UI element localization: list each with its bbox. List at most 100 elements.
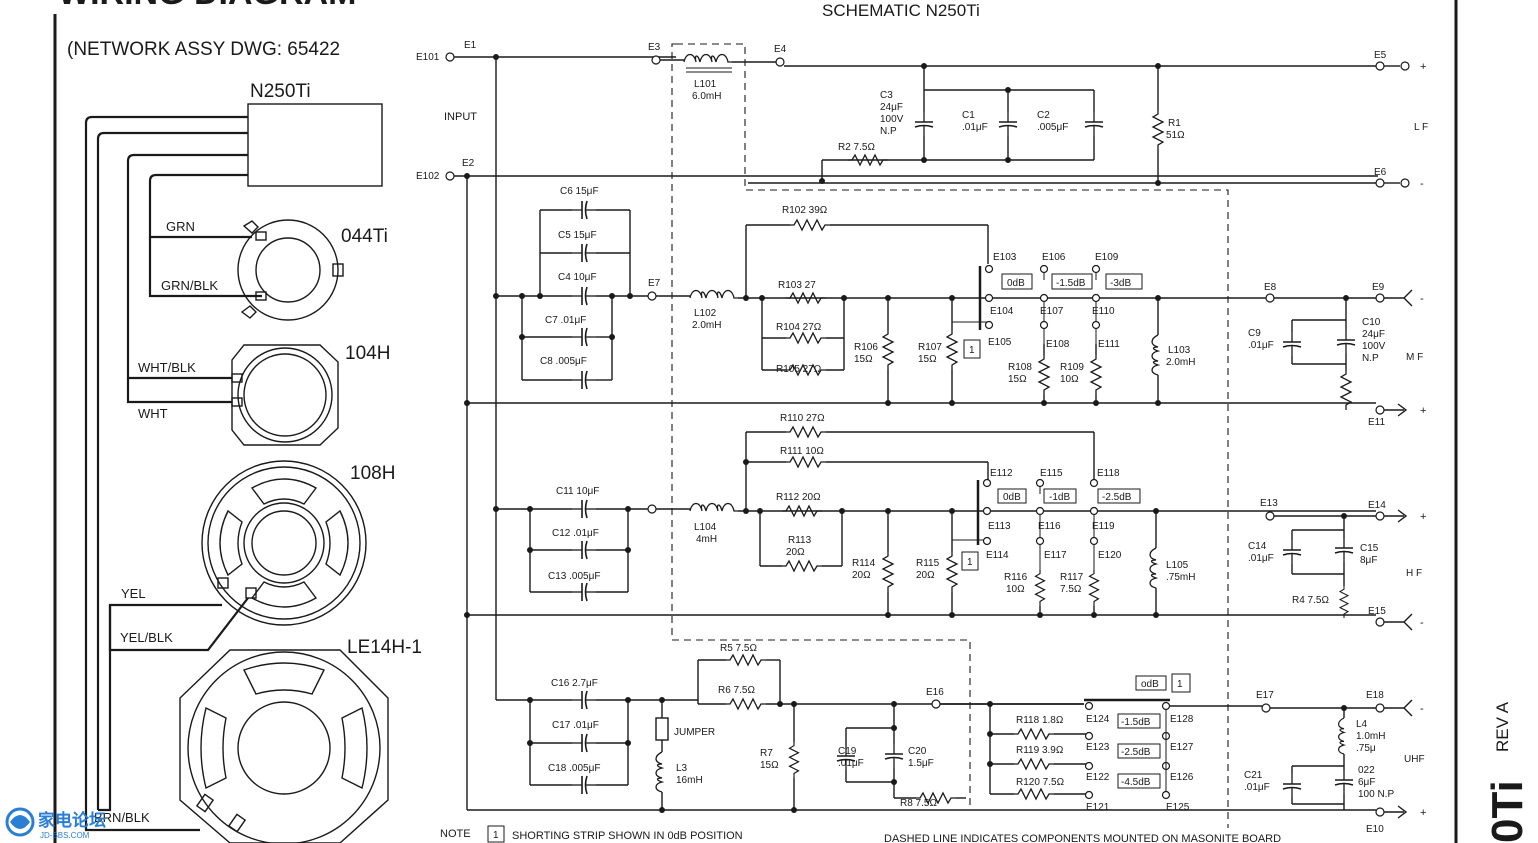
- schematic-label-schematic-hf-l104-0: L104: [694, 522, 717, 533]
- schematic-label-schematic-strip_marker: 1: [967, 557, 973, 568]
- schematic-label-schematic-mf-r105: R105 27Ω: [776, 364, 822, 375]
- schematic-label-schematic-nodes-e3: E3: [648, 42, 661, 53]
- schematic-label-schematic-mf-c5: C5 15μF: [558, 230, 597, 241]
- schematic-label-schematic-uhf-c20-1: 1.5μF: [908, 758, 934, 769]
- schematic-label-schematic-mf-c10-1: 24μF: [1362, 329, 1385, 340]
- schematic-label-schematic-uhf-l3-1: 16mH: [676, 775, 703, 786]
- schematic-label-schematic-hf-c12: C12 .01μF: [552, 528, 599, 539]
- schematic-label-schematic-uhf-band: UHF: [1404, 754, 1425, 765]
- schematic-label-schematic-uhf-l4-2: .75μ: [1356, 743, 1376, 754]
- schematic-label-schematic-polarity-minus: -: [1420, 703, 1424, 715]
- driver-label-104h: 104H: [345, 343, 390, 364]
- wire-label-wht: WHT: [138, 406, 168, 421]
- schematic-label-schematic-uhf-c19-1: .01μF: [838, 758, 864, 769]
- schematic-label-schematic-lf-c1-1: .01μF: [962, 122, 988, 133]
- schematic-label-schematic-mf-terminals-1: E9: [1372, 282, 1385, 293]
- schematic-label-schematic-mf-r106-0: R106: [854, 342, 878, 353]
- wire-label-brn-blk: BRN/BLK: [94, 810, 150, 825]
- watermark-sub: JD-BBS.COM: [40, 831, 90, 840]
- schematic-label-schematic-hf-terminals-1: E14: [1368, 500, 1386, 511]
- forum-watermark: 家电论坛 JD-BBS.COM: [5, 807, 106, 840]
- schematic-label-schematic-uhf-c22-2: 100 N.P: [1358, 789, 1394, 800]
- note-label: NOTE: [440, 828, 471, 840]
- schematic-label-schematic-hf-l105-1: .75mH: [1166, 572, 1195, 583]
- schematic-label-schematic-mf-band: M F: [1406, 352, 1423, 363]
- schematic-label-schematic-strip_marker: 1: [969, 345, 975, 356]
- schematic-label-schematic-polarity-minus: -: [1420, 617, 1424, 629]
- input-label: INPUT: [444, 111, 477, 123]
- driver-044ti: [237, 219, 344, 321]
- wire-label-grn-blk: GRN/BLK: [161, 278, 218, 293]
- schematic-label-schematic-hf-taps-4: E116: [1038, 521, 1061, 532]
- schematic-label-schematic-lf-terminals-1: E6: [1374, 167, 1387, 178]
- schematic-label-schematic-uhf-levels-3: -4.5dB: [1121, 777, 1151, 788]
- schematic-label-schematic-uhf-r7-1: 15Ω: [760, 760, 779, 771]
- watermark-main: 家电论坛: [38, 810, 106, 830]
- schematic-label-schematic-uhf-levels-0: odB: [1141, 679, 1159, 690]
- masonite-board-boundary: [671, 43, 1229, 828]
- schematic-label-schematic-hf-taps-6: E114: [986, 550, 1009, 561]
- schematic-label-schematic-mf-levels-0: 0dB: [1007, 278, 1025, 289]
- rev-label: REV A: [1493, 701, 1512, 752]
- schematic-label-schematic-hf-levels-1: -1dB: [1049, 492, 1070, 503]
- schematic-label-schematic-lf-r2: R2 7.5Ω: [838, 142, 875, 153]
- schematic-label-schematic-mf-taps-4: E107: [1040, 306, 1064, 317]
- schematic-label-schematic-hf-r116-0: R116: [1004, 572, 1028, 583]
- schematic-label-schematic-mf-levels-2: -3dB: [1110, 278, 1131, 289]
- schematic-label-schematic-hf-c15-0: C15: [1360, 543, 1379, 554]
- schematic-label-schematic-uhf-terminals-1: E18: [1366, 690, 1384, 701]
- schematic-label-schematic-mf-c4: C4 10μF: [558, 272, 597, 283]
- schematic-label-schematic-uhf-r8: R8 7.5Ω: [900, 798, 937, 809]
- wire-label-grn: GRN: [166, 219, 195, 234]
- schematic-label-schematic-hf-taps-5: E119: [1092, 521, 1115, 532]
- schematic-label-schematic-mf-l103-0: L103: [1168, 345, 1191, 356]
- schematic-label-schematic-uhf-taps-7: E125: [1166, 802, 1190, 813]
- schematic-label-schematic-uhf-c22-1: 6μF: [1358, 777, 1375, 788]
- schematic-label-schematic-mf-c6: C6 15μF: [560, 186, 599, 197]
- schematic-label-schematic-mf-c10-2: 100V: [1362, 341, 1386, 352]
- input-jack-minus: [445, 171, 455, 181]
- schematic-label-schematic-mf-taps-0: E103: [993, 252, 1017, 263]
- schematic-label-schematic-uhf-terminals-0: E17: [1256, 690, 1274, 701]
- schematic-label-schematic-hf-r113-0: R113: [788, 535, 812, 546]
- schematic-label-schematic-mf-taps-1: E106: [1042, 252, 1066, 263]
- mf-section: C6 15μF C5 15μF C4 10μF C7 .01μF C8 .005…: [496, 186, 1426, 428]
- schematic-label-schematic-uhf-r119: R119 3.9Ω: [1016, 745, 1064, 756]
- schematic-label-schematic-hf-r112: R112 20Ω: [776, 492, 821, 503]
- schematic-label-schematic-hf-c14-1: .01μF: [1248, 553, 1274, 564]
- schematic-label-schematic-mf-r108-0: R108: [1008, 362, 1032, 373]
- lf-section: E3 L101 6.0mH E4 C3 24μF 100V N.P C1 .01…: [648, 42, 1428, 190]
- network-box: [247, 103, 383, 187]
- schematic-label-schematic-hf-taps-7: E117: [1044, 550, 1067, 561]
- driver-label-le14h-1: LE14H-1: [347, 637, 422, 658]
- schematic-label-schematic-mf-c9-1: .01μF: [1248, 340, 1274, 351]
- schematic-label-schematic-polarity-plus: +: [1420, 511, 1426, 523]
- schematic-label-schematic-lf-l101-1: 6.0mH: [692, 91, 721, 102]
- schematic-label-schematic-uhf-taps-5: E127: [1170, 742, 1194, 753]
- schematic-label-schematic-uhf-levels-1: -1.5dB: [1121, 717, 1151, 728]
- schematic-label-schematic-hf-r116-1: 10Ω: [1006, 584, 1025, 595]
- schematic-label-schematic-uhf-jumper: JUMPER: [674, 727, 715, 738]
- schematic-label-schematic-uhf-levels-2: -2.5dB: [1121, 747, 1151, 758]
- node-e2: E2: [462, 158, 475, 169]
- schematic-label-schematic-hf-r111: R111 10Ω: [780, 446, 824, 457]
- schematic-label-schematic-lf-c2-0: C2: [1037, 110, 1050, 121]
- note-marker-number: 1: [493, 830, 499, 841]
- schematic-label-schematic-mf-r109-1: 10Ω: [1060, 374, 1079, 385]
- schematic-label-schematic-lf-r1-0: R1: [1168, 118, 1181, 129]
- schematic-label-schematic-hf-l105-0: L105: [1166, 560, 1189, 571]
- schematic-label-schematic-mf-terminals-2: E11: [1368, 417, 1385, 428]
- schematic-label-schematic-mf-taps-3: E104: [990, 306, 1014, 317]
- schematic-label-schematic-hf-terminals-2: E15: [1368, 606, 1386, 617]
- schematic-label-schematic-mf-r107-1: 15Ω: [918, 354, 937, 365]
- schematic-label-schematic-uhf-c21-0: C21: [1244, 770, 1263, 781]
- schematic-label-schematic-hf-r115-1: 20Ω: [916, 570, 935, 581]
- schematic-label-schematic-hf-c14-0: C14: [1248, 541, 1267, 552]
- schematic-label-schematic-lf-c3-2: 100V: [880, 114, 904, 125]
- terminal-e102: E102: [416, 171, 440, 182]
- schematic-label-schematic-mf-l103-1: 2.0mH: [1166, 357, 1195, 368]
- schematic-label-schematic-uhf-r120: R120 7.5Ω: [1016, 777, 1065, 788]
- schematic-label-schematic-hf-terminals-0: E13: [1260, 498, 1278, 509]
- schematic-label-schematic-hf-r110: R110 27Ω: [780, 413, 825, 424]
- note-marker-box: [487, 825, 505, 843]
